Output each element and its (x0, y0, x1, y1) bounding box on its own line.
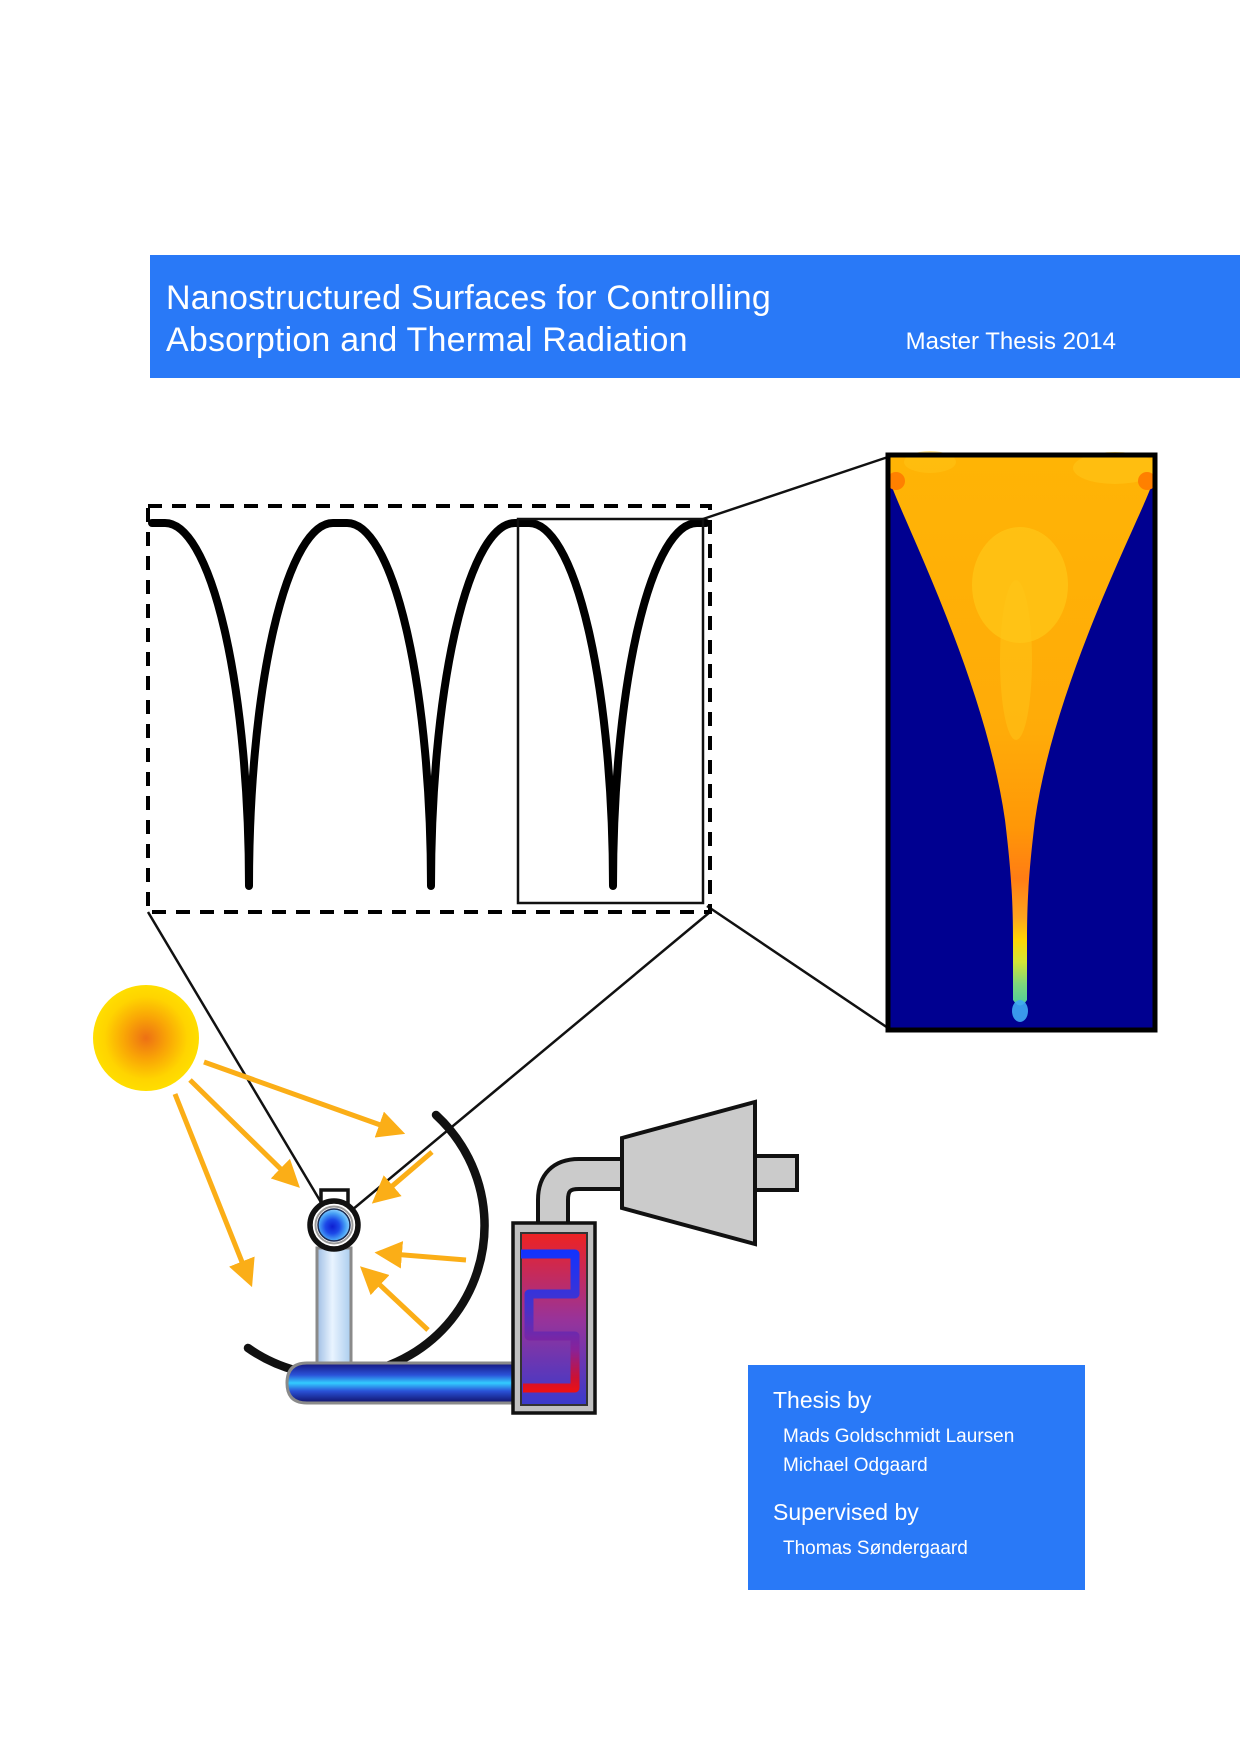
heat-exchanger (511, 1221, 597, 1415)
exchanger-coil (521, 1249, 580, 1393)
field-hotspot (1012, 1000, 1028, 1022)
sun-rays (172, 1059, 467, 1332)
highlight-rectangle (516, 517, 705, 905)
zoom-connector-lines (146, 455, 889, 1211)
title-line-1: Nanostructured Surfaces for Controlling (166, 279, 771, 317)
steam-pipe (536, 1157, 630, 1232)
turbine (620, 1099, 757, 1247)
title-line-2: Absorption and Thermal Radiation (166, 321, 688, 359)
receiver-absorber (307, 1188, 361, 1252)
author-name: Michael Odgaard (783, 1455, 928, 1476)
turbine-shaft (751, 1154, 799, 1192)
groove-profile-curve (148, 519, 710, 890)
supervised-by-label: Supervised by (773, 1499, 919, 1525)
field-simulation-heatmap (885, 451, 1158, 1033)
title-banner: Nanostructured Surfaces for Controlling … (150, 255, 1240, 378)
page-title: Nanostructured Surfaces for Controlling … (166, 277, 771, 361)
supervisor-name: Thomas Søndergaard (783, 1538, 968, 1559)
parabolic-mirror (243, 1110, 489, 1380)
author-name: Mads Goldschmidt Laursen (783, 1426, 1015, 1447)
dashed-selection-box (146, 504, 712, 914)
thesis-by-label: Thesis by (773, 1387, 872, 1413)
receiver-tube (315, 1246, 353, 1370)
thesis-year-badge: Master Thesis 2014 (905, 328, 1116, 355)
fluid-pipe (285, 1361, 517, 1405)
sun-icon (93, 985, 199, 1091)
credits-box: Thesis by Mads Goldschmidt Laursen Micha… (748, 1365, 1085, 1590)
